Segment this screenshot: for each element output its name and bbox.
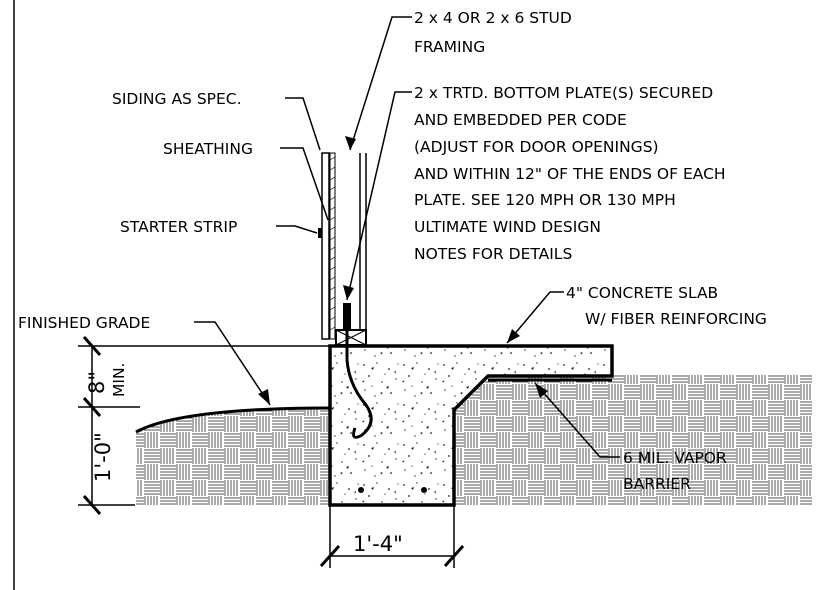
leader-bottom-plate (346, 91, 412, 301)
label-sheathing: SHEATHING (163, 140, 253, 158)
leader-vapor-barrier (534, 382, 620, 458)
anchor-bolt-head (343, 303, 351, 331)
siding (321, 152, 330, 340)
starter-strip (318, 228, 322, 238)
label-plate-line1: 2 x TRTD. BOTTOM PLATE(S) SECURED (414, 84, 713, 102)
label-plate-line7: NOTES FOR DETAILS (414, 245, 572, 263)
label-plate-line3: (ADJUST FOR DOOR OPENINGS) (414, 138, 659, 156)
arrowhead (343, 285, 354, 300)
leader-siding (285, 97, 321, 151)
leader-finished-grade (194, 321, 271, 406)
anchor-bolt-hook-inner (346, 330, 372, 438)
concrete-slab-footing (328, 344, 614, 507)
dim-footing-depth: 1'-0" (91, 432, 115, 482)
label-plate-line4: AND WITHIN 12" OF THE ENDS OF EACH (414, 165, 726, 183)
label-stud-line2: FRAMING (414, 38, 485, 56)
bottom-plate-cross (335, 329, 367, 346)
rebar-dot (421, 487, 427, 493)
horizontal-dimension-lines (319, 505, 465, 568)
label-vapor-line1: 6 MIL. VAPOR (623, 449, 727, 467)
soil-hatch-under-slab (454, 375, 612, 505)
label-plate-line2: AND EMBEDDED PER CODE (414, 111, 627, 129)
label-plate-line6: ULTIMATE WIND DESIGN (414, 218, 601, 236)
leader-starter-strip (276, 225, 318, 234)
dim-min-height: 8" (85, 371, 109, 394)
sheathing-hatch (329, 156, 336, 331)
arrowhead (345, 136, 356, 150)
arrowhead (507, 329, 520, 343)
label-vapor-line2: BARRIER (623, 475, 691, 493)
label-plate-line5: PLATE. SEE 120 MPH OR 130 MPH (414, 191, 676, 209)
leader-stud (349, 16, 412, 151)
arrowhead (258, 389, 270, 405)
dim-footing-width: 1'-4" (353, 532, 403, 556)
label-slab-line1: 4" CONCRETE SLAB (566, 284, 718, 302)
soil-hatch-left (136, 408, 330, 505)
vertical-dimension-lines (78, 336, 330, 515)
leader-concrete-slab (506, 291, 564, 344)
finished-grade-line (135, 406, 331, 434)
rebar-dot (358, 487, 364, 493)
leader-sheathing (280, 147, 329, 221)
label-stud-line1: 2 x 4 OR 2 x 6 STUD (414, 9, 572, 27)
label-finished-grade: FINISHED GRADE (18, 314, 150, 332)
label-siding: SIDING AS SPEC. (112, 90, 242, 108)
soil-hatch-right (612, 375, 812, 505)
sheathing (329, 152, 336, 340)
label-slab-line2: W/ FIBER REINFORCING (585, 310, 767, 328)
dim-min-label: MIN. (110, 363, 128, 397)
label-starter-strip: STARTER STRIP (120, 218, 237, 236)
arrowhead (535, 383, 548, 398)
